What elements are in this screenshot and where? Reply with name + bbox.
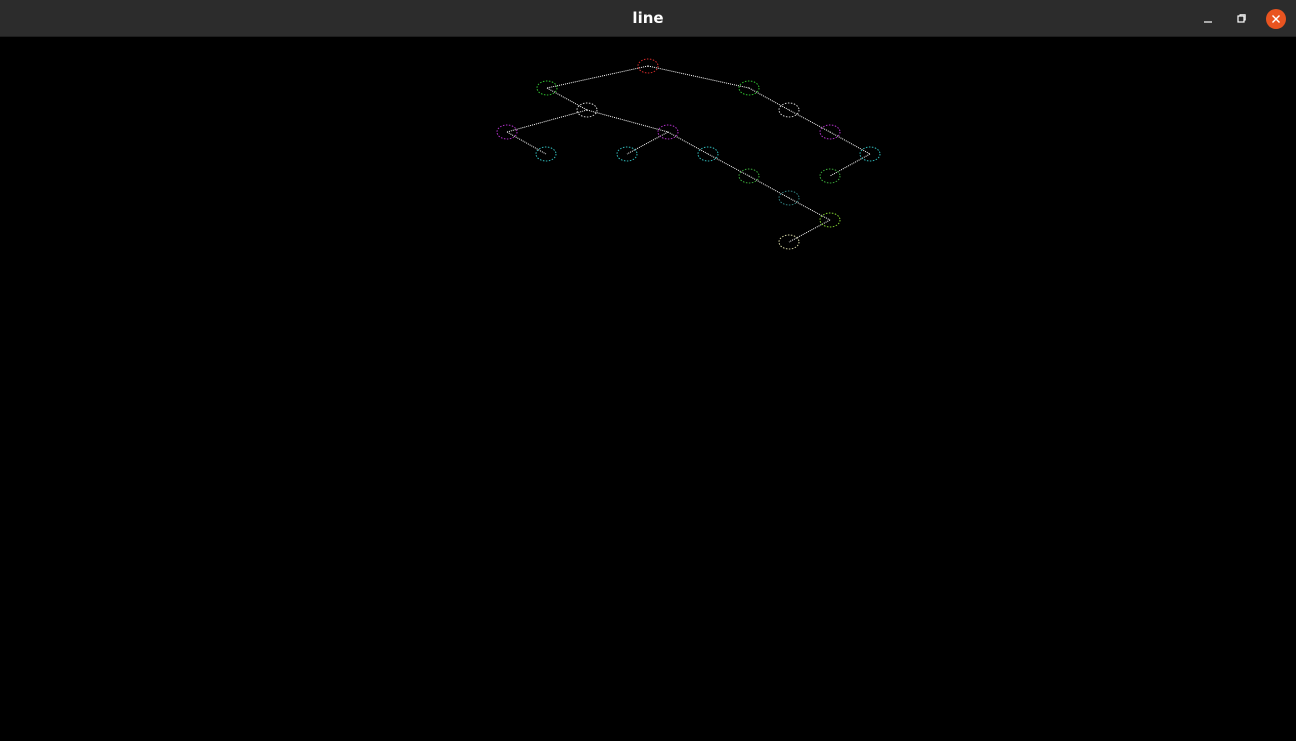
tree-node-l4-a <box>535 146 557 162</box>
tree-node-l5-a <box>738 168 760 184</box>
minimize-button[interactable] <box>1198 9 1218 29</box>
tree-node-l8-a <box>778 234 800 250</box>
tree-edge <box>546 87 588 111</box>
tree-edge <box>506 109 588 133</box>
tree-node-l4-b <box>616 146 638 162</box>
window-title: line <box>632 9 664 27</box>
tree-node-l1-left <box>536 80 558 96</box>
tree-edge <box>586 109 669 133</box>
tree-node-l7-a <box>819 212 841 228</box>
tree-edge <box>626 131 669 155</box>
tree-edge <box>748 175 790 199</box>
tree-edge <box>546 65 649 89</box>
tree-node-l4-c <box>697 146 719 162</box>
close-icon <box>1272 15 1280 23</box>
tree-node-l2-a <box>576 102 598 118</box>
tree-node-root <box>637 58 659 74</box>
tree-node-l3-b <box>657 124 679 140</box>
tree-edge <box>788 219 831 243</box>
tree-edge <box>829 131 871 155</box>
tree-node-l1-right <box>738 80 760 96</box>
tree-edge <box>788 109 831 133</box>
tree-node-l2-b <box>778 102 800 118</box>
tree-node-l4-d <box>859 146 881 162</box>
tree-edge <box>748 87 790 111</box>
tree-edge <box>829 153 871 177</box>
tree-edge <box>506 131 547 155</box>
close-button[interactable] <box>1266 9 1286 29</box>
drawing-canvas <box>0 37 1296 741</box>
tree-edge <box>707 153 750 177</box>
tree-edge <box>667 131 709 155</box>
title-bar[interactable]: line <box>0 0 1296 37</box>
tree-node-l3-a <box>496 124 518 140</box>
tree-edge <box>788 197 831 221</box>
tree-edge <box>647 65 750 89</box>
tree-node-l5-b <box>819 168 841 184</box>
tree-diagram <box>496 58 881 250</box>
restore-icon <box>1237 14 1246 23</box>
tree-node-l6-a <box>778 190 800 206</box>
tree-node-l3-c <box>819 124 841 140</box>
restore-button[interactable] <box>1231 9 1251 29</box>
minimize-icon <box>1204 21 1212 23</box>
